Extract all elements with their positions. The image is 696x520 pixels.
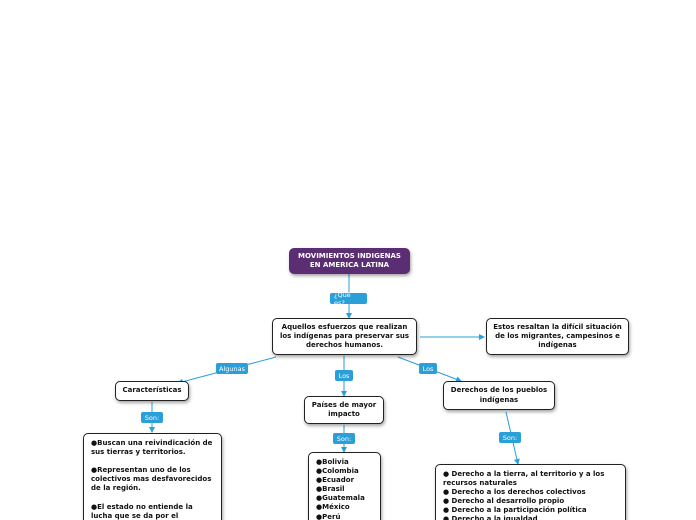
root-topic[interactable]: MOVIMIENTOS INDIGENAS EN AMERICA LATINA xyxy=(289,248,410,274)
link-label-que-es: ¿Qué es? xyxy=(330,291,367,307)
link-label-los-rights: Los xyxy=(419,363,437,374)
rights-topic[interactable]: Derechos de los pueblos indígenas xyxy=(443,381,555,410)
link-label-son-countries: Son: xyxy=(333,433,355,444)
countries-list-text: ●Bolivia ●Colombia ●Ecuador ●Brasil ●Gua… xyxy=(316,458,365,520)
definition-label: Aquellos esfuerzos que realizan los indí… xyxy=(279,322,410,350)
situation-label: Estos resaltan la difícil situación de l… xyxy=(493,322,622,350)
link-label-son-characteristics: Son: xyxy=(141,412,163,423)
characteristics-label: Características xyxy=(122,386,182,395)
characteristics-list[interactable]: ●Buscan una reivindicación de sus tierra… xyxy=(83,433,222,520)
rights-label: Derechos de los pueblos indígenas xyxy=(450,386,548,404)
rights-list-text: ● Derecho a la tierra, al territorio y a… xyxy=(443,470,605,520)
definition-topic[interactable]: Aquellos esfuerzos que realizan los indí… xyxy=(272,318,417,355)
countries-list[interactable]: ●Bolivia ●Colombia ●Ecuador ●Brasil ●Gua… xyxy=(308,452,381,520)
situation-topic[interactable]: Estos resaltan la difícil situación de l… xyxy=(486,318,629,355)
root-topic-label: MOVIMIENTOS INDIGENAS EN AMERICA LATINA xyxy=(298,251,401,269)
rights-list[interactable]: ● Derecho a la tierra, al territorio y a… xyxy=(435,464,626,520)
link-label-algunas: Algunas xyxy=(216,363,248,374)
characteristics-list-text: ●Buscan una reivindicación de sus tierra… xyxy=(91,439,213,520)
link-label-son-rights: Son: xyxy=(499,432,521,443)
countries-topic[interactable]: Países de mayor impacto xyxy=(304,396,384,424)
characteristics-topic[interactable]: Características xyxy=(115,381,189,401)
link-label-los-countries: Los xyxy=(335,370,353,381)
countries-label: Países de mayor impacto xyxy=(311,400,377,418)
